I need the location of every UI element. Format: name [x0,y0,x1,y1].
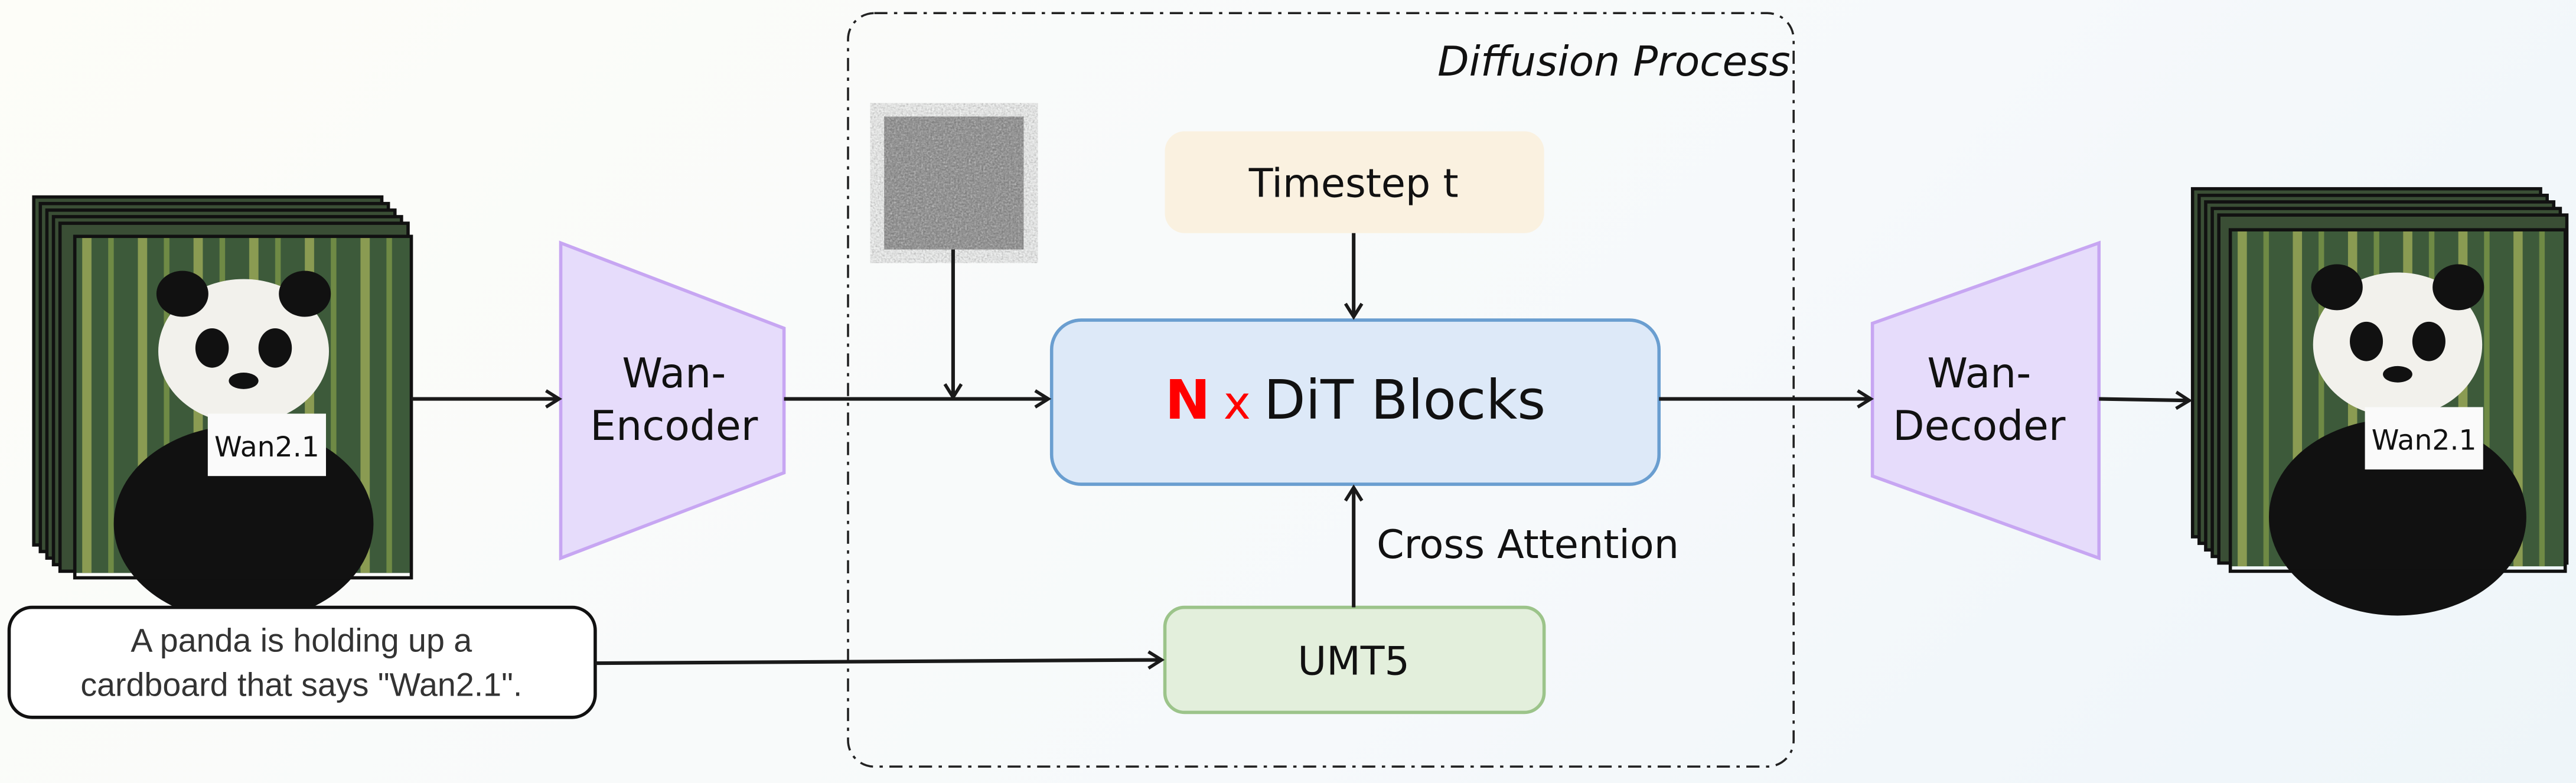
n-multiplier: N [1165,368,1211,432]
dit-blocks [1049,318,1661,486]
input-sign-text: Wan2.1 [214,431,319,464]
times-symbol: x [1224,377,1251,430]
dit-text: DiT Blocks [1264,368,1545,432]
encoder-label-line2: Encoder [590,402,758,450]
diffusion-process-boundary [847,12,1795,768]
output-video-frames: Wan2.1 [2190,187,2569,616]
wan-encoder [559,240,786,561]
wan-decoder [1870,240,2101,561]
encoder-label-line1: Wan- [622,350,726,397]
arrows [411,233,2193,670]
timestep-label: Timestep t [1248,161,1459,207]
umt5-label: UMT5 [1297,638,1410,684]
diffusion-process-label: Diffusion Process [1437,38,1790,86]
arrow-decoder-to-video [2099,390,2193,410]
arrow-prompt-to-umt5 [595,650,1165,670]
noise-latent [884,116,1024,250]
timestep-box [1165,131,1544,233]
cross-attention-label: Cross Attention [1377,521,1679,567]
prompt-line1: A panda is holding up a [131,622,472,659]
decoder-label-line2: Decoder [1893,402,2066,450]
input-video-frames: Wan2.1 [32,195,413,622]
prompt-line2: cardboard that says "Wan2.1". [80,667,522,703]
decoder-label-line1: Wan- [1927,350,2031,397]
output-sign-text: Wan2.1 [2372,425,2477,457]
